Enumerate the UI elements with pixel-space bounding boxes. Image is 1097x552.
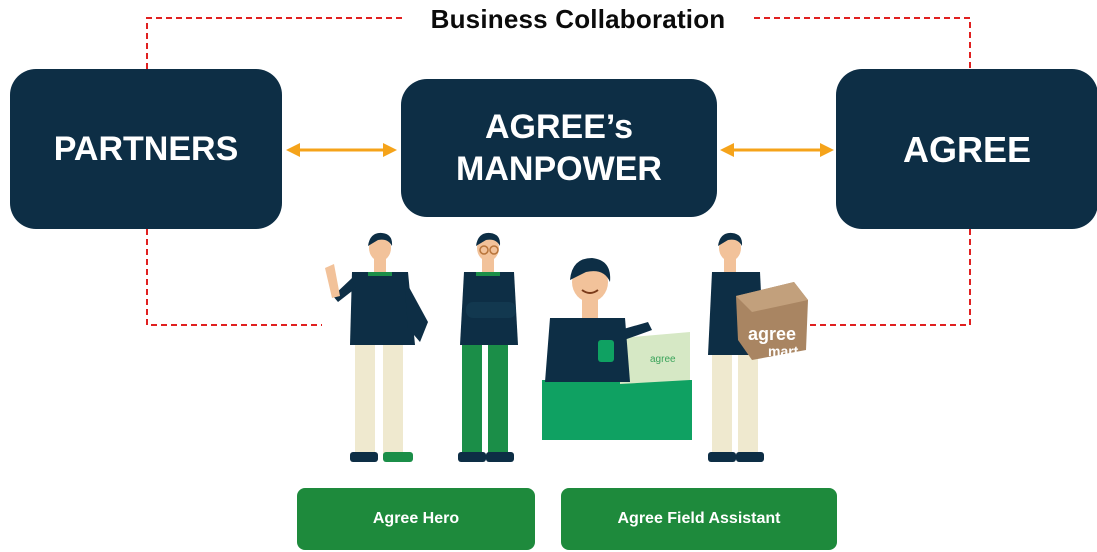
agree-label: AGREE (902, 128, 1032, 170)
agree-box: AGREE (836, 69, 1097, 229)
agree-hero-button[interactable]: Agree Hero (297, 488, 535, 550)
figure-carrying-parcel: agree mart (708, 232, 808, 462)
diagram-title: Business Collaboration (430, 4, 726, 34)
dashed-line-right-top (754, 17, 971, 69)
partners-box: PARTNERS (10, 69, 282, 229)
double-arrow-left (286, 143, 397, 157)
figure-desk-laptop: agree (542, 258, 692, 440)
parcel-brand-sub: mart (768, 343, 799, 359)
collaboration-frame (146, 17, 971, 326)
parcel-brand: agree (748, 324, 796, 344)
figure-arms-crossed (458, 232, 518, 462)
manpower-label-line2: MANPOWER (456, 150, 662, 188)
agree-field-assistant-button[interactable]: Agree Field Assistant (561, 488, 837, 550)
dashed-line-left-bottom (146, 229, 322, 326)
manpower-label-line1: AGREE’s (484, 107, 633, 146)
dashed-line-left-top (146, 17, 402, 69)
manpower-box: AGREE’s MANPOWER (401, 79, 717, 217)
dashed-line-right-bottom (808, 229, 971, 326)
figure-waving-hero (325, 232, 428, 462)
laptop-brand: agree (650, 354, 676, 365)
double-arrow-right (720, 143, 834, 157)
partners-label: PARTNERS (53, 129, 239, 168)
